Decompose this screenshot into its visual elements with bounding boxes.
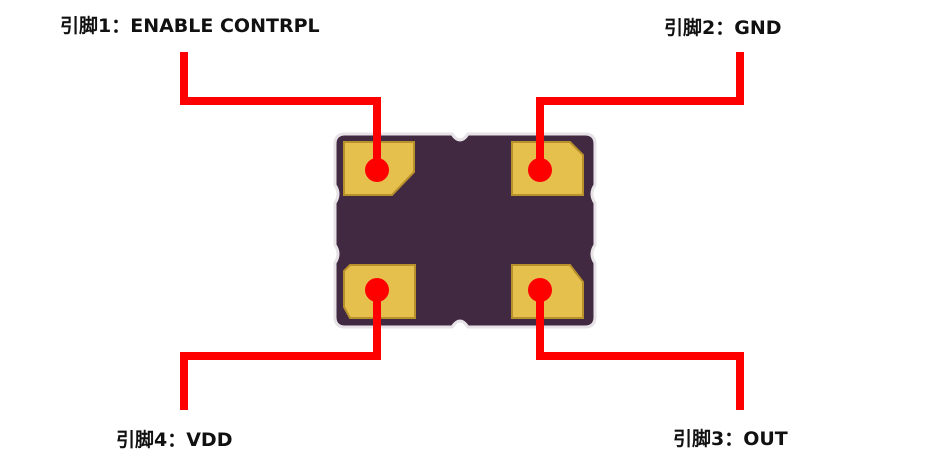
- lead-line-pin2: [536, 52, 744, 170]
- pin-dot-pin1: [365, 158, 389, 182]
- pin-dots: [365, 158, 552, 302]
- pin4-label: 引脚4：VDD: [116, 429, 233, 451]
- pin1-label: 引脚1：ENABLE CONTRPL: [60, 15, 320, 37]
- lead-lines: [180, 52, 744, 410]
- pin-dot-pin2: [528, 158, 552, 182]
- lead-line-pin1: [180, 52, 381, 170]
- lead-line-pin3: [536, 290, 744, 410]
- pin-dot-pin4: [365, 278, 389, 302]
- pin-dot-pin3: [528, 278, 552, 302]
- lead-line-pin4: [180, 290, 381, 410]
- pin3-label: 引脚3：OUT: [673, 428, 788, 450]
- pin2-label: 引脚2：GND: [664, 17, 782, 39]
